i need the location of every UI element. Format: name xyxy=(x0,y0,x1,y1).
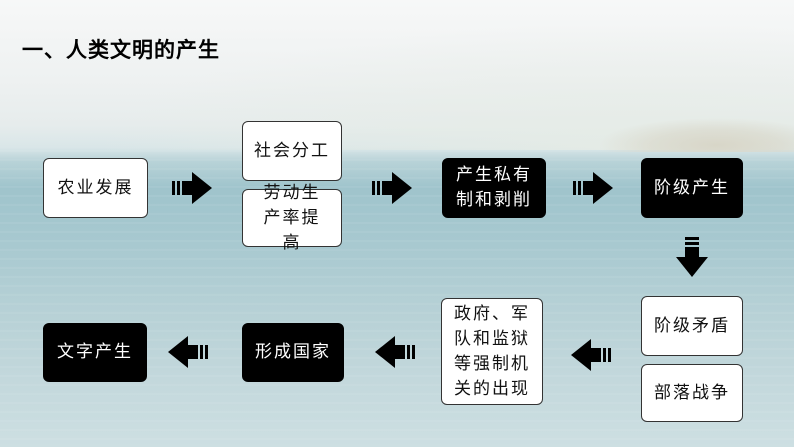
page-title: 一、人类文明的产生 xyxy=(22,38,220,62)
arrow-left-3-icon xyxy=(168,336,208,368)
node-state-organs: 政府、军队和监狱等强制机关的出现 xyxy=(441,298,543,405)
arrow-left-2-icon xyxy=(375,336,415,368)
arrow-left-1-icon xyxy=(571,339,611,371)
arrow-down-icon xyxy=(676,237,708,277)
distant-island xyxy=(600,118,794,152)
node-agriculture: 农业发展 xyxy=(43,158,148,218)
node-tribal-war: 部落战争 xyxy=(641,364,743,422)
node-writing: 文字产生 xyxy=(43,323,147,382)
arrow-right-2-icon xyxy=(372,172,412,204)
node-private-property: 产生私有制和剥削 xyxy=(442,158,546,218)
node-state: 形成国家 xyxy=(242,323,344,382)
node-division-of-labor: 社会分工 xyxy=(242,121,342,181)
node-class-conflict: 阶级矛盾 xyxy=(641,296,743,356)
arrow-right-3-icon xyxy=(573,172,613,204)
node-productivity: 劳动生产率提高 xyxy=(242,183,342,253)
node-classes: 阶级产生 xyxy=(641,158,743,218)
arrow-right-1-icon xyxy=(172,172,212,204)
